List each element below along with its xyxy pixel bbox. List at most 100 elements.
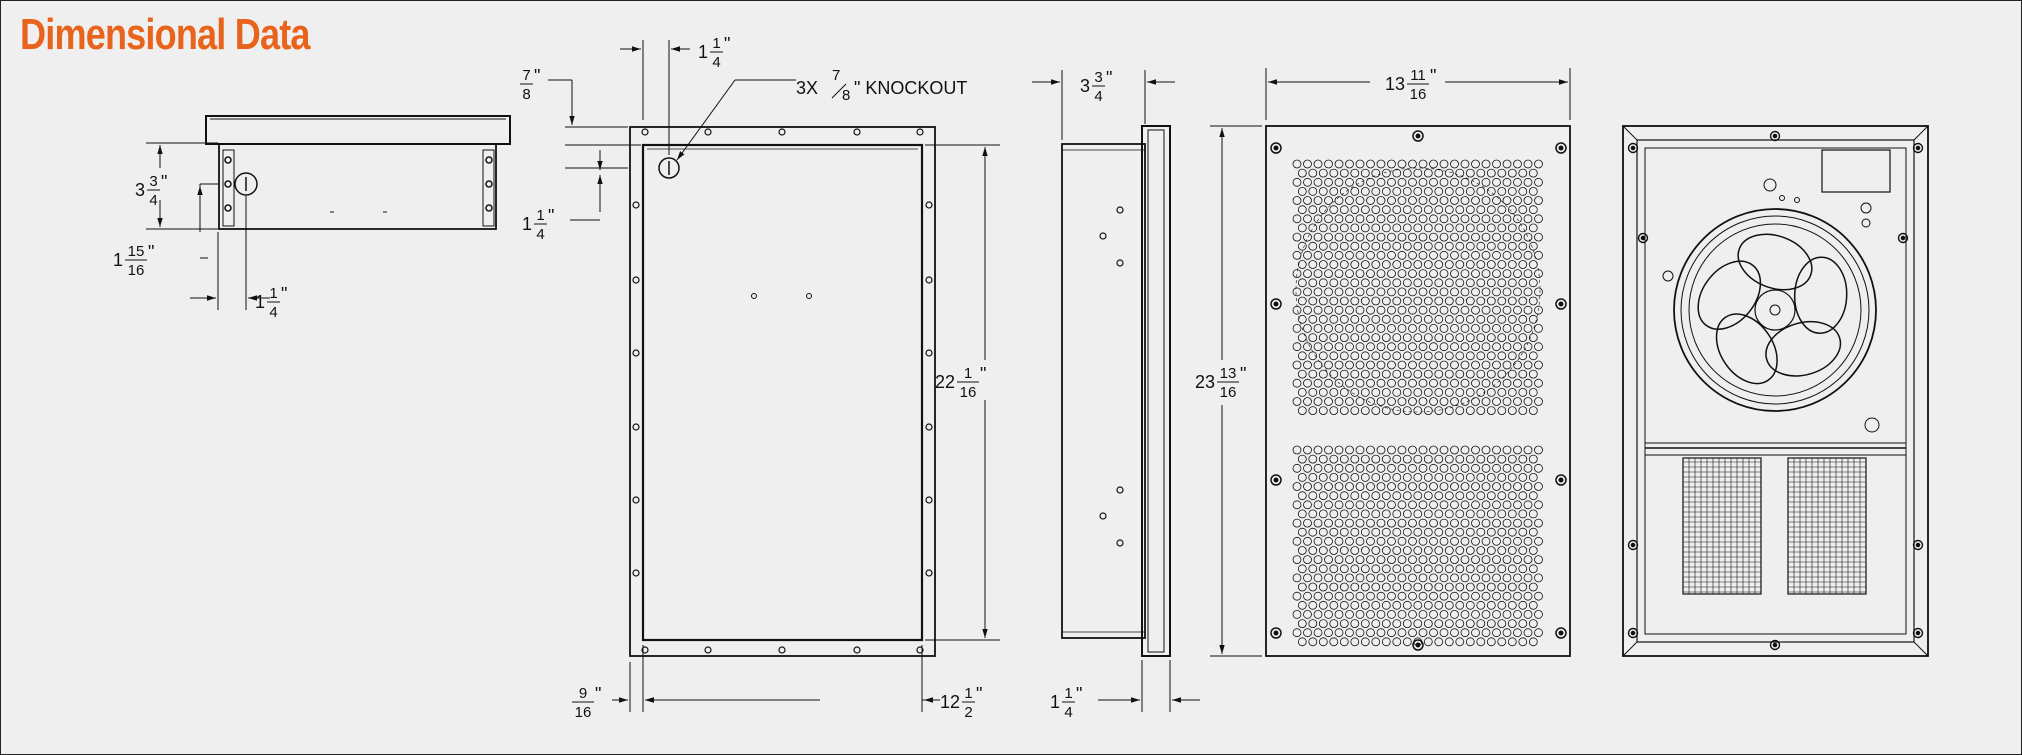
dim-denominator: 16 <box>575 704 592 721</box>
perforation <box>1518 278 1528 288</box>
perforation <box>1345 159 1354 169</box>
perforation <box>1303 573 1312 583</box>
dim-whole: 3 <box>135 180 145 200</box>
perforation <box>1497 619 1507 628</box>
perforation <box>1376 518 1386 528</box>
perforation <box>1486 223 1496 233</box>
perforation <box>1476 491 1486 501</box>
perforation <box>1392 582 1402 592</box>
screw-hole <box>704 128 712 136</box>
perforation <box>1439 628 1449 638</box>
perforation <box>1518 314 1528 324</box>
perforation <box>1350 296 1360 306</box>
perforation <box>1355 610 1365 619</box>
perforation <box>1444 333 1454 343</box>
perforation <box>1523 214 1533 224</box>
screw-center <box>1915 630 1921 636</box>
perforation <box>1413 205 1423 215</box>
perforation <box>1455 369 1465 379</box>
dim-numerator: 1 <box>712 35 720 52</box>
perforation <box>1402 509 1412 519</box>
dim-unit: " <box>148 242 154 262</box>
perforation <box>1371 527 1381 537</box>
perforation <box>1339 564 1349 574</box>
dim-numerator: 1 <box>1064 685 1072 702</box>
perforation <box>1471 628 1480 638</box>
perforation <box>1502 250 1512 260</box>
perforation <box>1413 619 1423 628</box>
perforation <box>1450 573 1459 583</box>
perforation <box>1418 323 1428 333</box>
perforation <box>1297 454 1307 464</box>
perforation <box>1465 406 1475 416</box>
perforation <box>1366 536 1375 546</box>
perforation <box>1392 472 1402 482</box>
perforation <box>1471 397 1480 406</box>
perforation <box>1329 406 1339 416</box>
perforation <box>1418 536 1428 546</box>
perforation <box>1413 333 1423 343</box>
perforation <box>1444 564 1454 574</box>
perforation <box>1513 500 1522 510</box>
perforation <box>1455 260 1465 269</box>
perforation <box>1303 360 1312 370</box>
perforation <box>1297 351 1307 361</box>
perforation <box>1439 445 1449 455</box>
perforation <box>1402 491 1412 501</box>
perforation <box>1423 637 1433 647</box>
perforation <box>1334 628 1344 638</box>
perforation <box>1486 406 1496 416</box>
perforation <box>1329 278 1339 288</box>
perforation <box>1308 546 1318 555</box>
perforation <box>1465 205 1475 215</box>
perforation <box>1329 637 1339 647</box>
perforation <box>1518 406 1528 416</box>
perforation <box>1345 482 1354 491</box>
perforation <box>1345 269 1354 279</box>
perforation <box>1481 555 1491 564</box>
perforation <box>1502 342 1512 352</box>
perforation <box>1497 546 1507 555</box>
perforation <box>1308 387 1318 397</box>
perforation <box>1423 491 1433 501</box>
perforation <box>1329 564 1339 574</box>
perforation <box>1402 619 1412 628</box>
perforation <box>1397 518 1407 528</box>
perforation <box>1518 205 1528 215</box>
perforation <box>1408 628 1417 638</box>
perforation <box>1460 482 1470 491</box>
perforation <box>1387 269 1396 279</box>
perforation <box>1434 333 1444 343</box>
perforation <box>1471 518 1480 528</box>
perforation <box>1465 278 1475 288</box>
perforation <box>1507 472 1517 482</box>
perforation <box>1339 406 1349 416</box>
screw-hole <box>916 646 924 654</box>
perforation <box>1371 351 1381 361</box>
perforation <box>1523 610 1533 619</box>
perforation <box>1334 250 1344 260</box>
perforation <box>1318 186 1328 196</box>
dim-denominator: 8 <box>522 86 530 103</box>
perforation <box>1397 196 1407 205</box>
perforation <box>1492 232 1501 242</box>
perforation <box>1381 619 1391 628</box>
perforation <box>1534 360 1543 370</box>
perforation <box>1418 573 1428 583</box>
perforation <box>1308 527 1318 537</box>
perforation <box>1292 159 1302 169</box>
perforation <box>1465 387 1475 397</box>
perforation <box>1345 177 1354 187</box>
perforation <box>1434 491 1444 501</box>
perforation <box>1371 223 1381 233</box>
perforation <box>1418 360 1428 370</box>
perforation <box>1371 472 1381 482</box>
perforation <box>1439 196 1449 205</box>
perforation <box>1318 333 1328 343</box>
perforation <box>1450 591 1459 601</box>
perforation <box>1507 527 1517 537</box>
perforation <box>1308 333 1318 343</box>
perforation <box>1371 546 1381 555</box>
perforation <box>1381 205 1391 215</box>
